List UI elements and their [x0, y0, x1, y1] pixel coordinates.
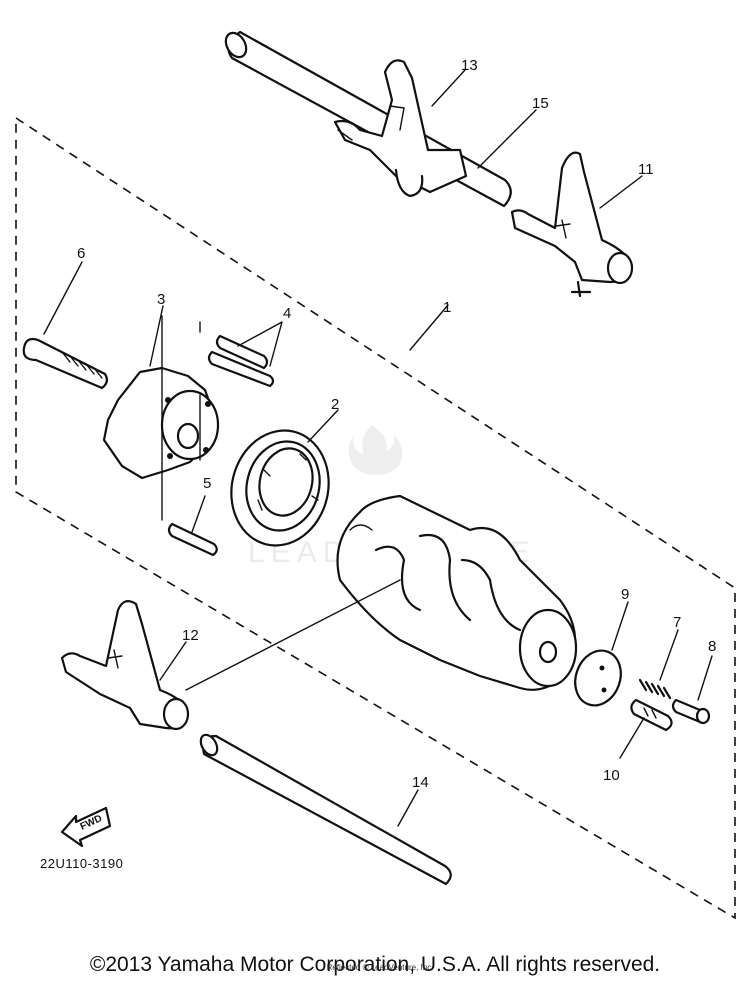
- callout-12: 12: [182, 627, 199, 644]
- callout-8: 8: [708, 638, 716, 655]
- registration-note: Reflected © LeadVenture, Inc.: [326, 963, 434, 972]
- shift-shaft-lower: [199, 733, 452, 886]
- bearing-2: [230, 429, 330, 547]
- callouts: 1 2 3 4 5 6 7 8 9 10 11 12 13 14 15: [77, 57, 716, 791]
- shift-fork-11: [510, 151, 634, 298]
- plunger-8: [671, 698, 711, 725]
- callout-10: 10: [603, 767, 620, 784]
- stopper-9: [574, 649, 622, 707]
- assembly-boundary: [15, 116, 736, 920]
- callout-2: 2: [331, 396, 339, 413]
- spring-7: [638, 678, 672, 700]
- callout-5: 5: [203, 475, 211, 492]
- leader-lines: [43, 69, 713, 827]
- shift-fork-13: [333, 59, 468, 198]
- callout-1: 1: [443, 299, 451, 316]
- callout-6: 6: [77, 245, 85, 262]
- pin-6: [22, 337, 109, 390]
- fwd-arrow: FWD: [60, 806, 112, 848]
- callout-4: 4: [283, 305, 291, 322]
- callout-3: 3: [157, 291, 165, 308]
- callout-14: 14: [412, 774, 429, 791]
- callout-11: 11: [638, 161, 654, 178]
- callout-7: 7: [673, 614, 681, 631]
- pin-5: [167, 522, 218, 557]
- screw-10: [630, 698, 673, 732]
- pins-4: [207, 334, 275, 388]
- callout-15: 15: [532, 95, 549, 112]
- shift-shaft-upper: [224, 30, 512, 208]
- callout-9: 9: [621, 586, 629, 603]
- copyright-notice: ©2013 Yamaha Motor Corporation, U.S.A. A…: [89, 953, 661, 976]
- part-code: 22U110-3190: [40, 856, 123, 871]
- segment-3: [102, 315, 220, 521]
- callout-13: 13: [461, 57, 478, 74]
- shift-fork-12: [60, 600, 190, 731]
- shift-cam-drum: [336, 494, 578, 691]
